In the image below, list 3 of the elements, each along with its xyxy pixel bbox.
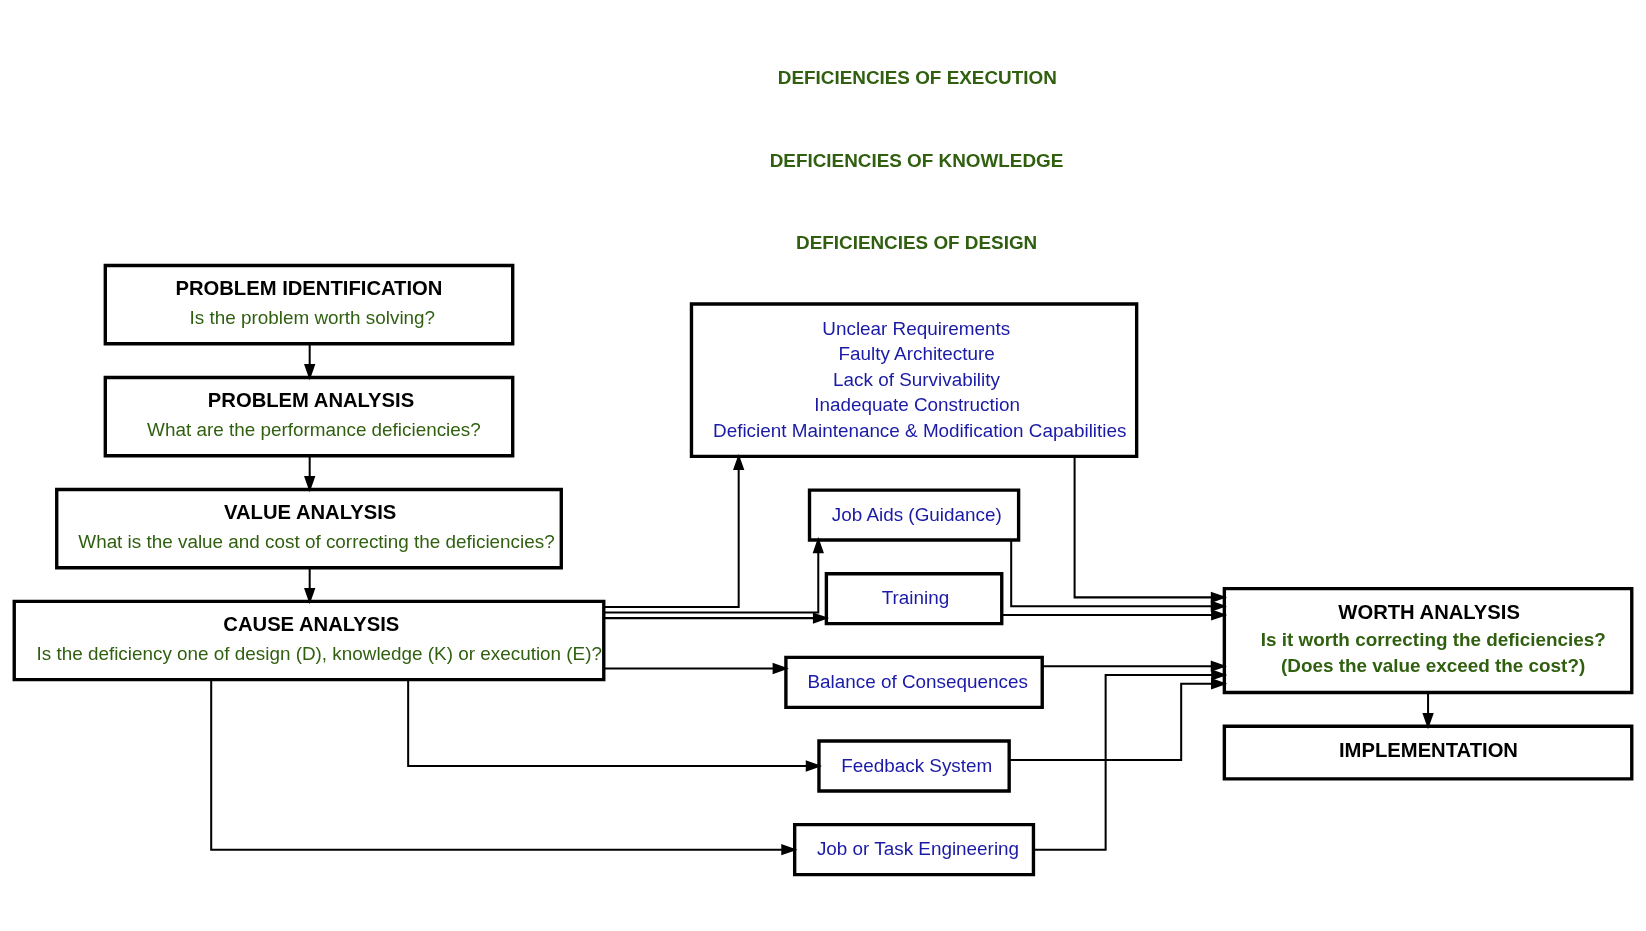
- label: DEFICIENCIES OF KNOWLEDGE: [769, 149, 1064, 171]
- label: DEFICIENCIES OF DESIGN: [796, 231, 1038, 253]
- label: DEFICIENCIES OF EXECUTION: [777, 67, 1057, 89]
